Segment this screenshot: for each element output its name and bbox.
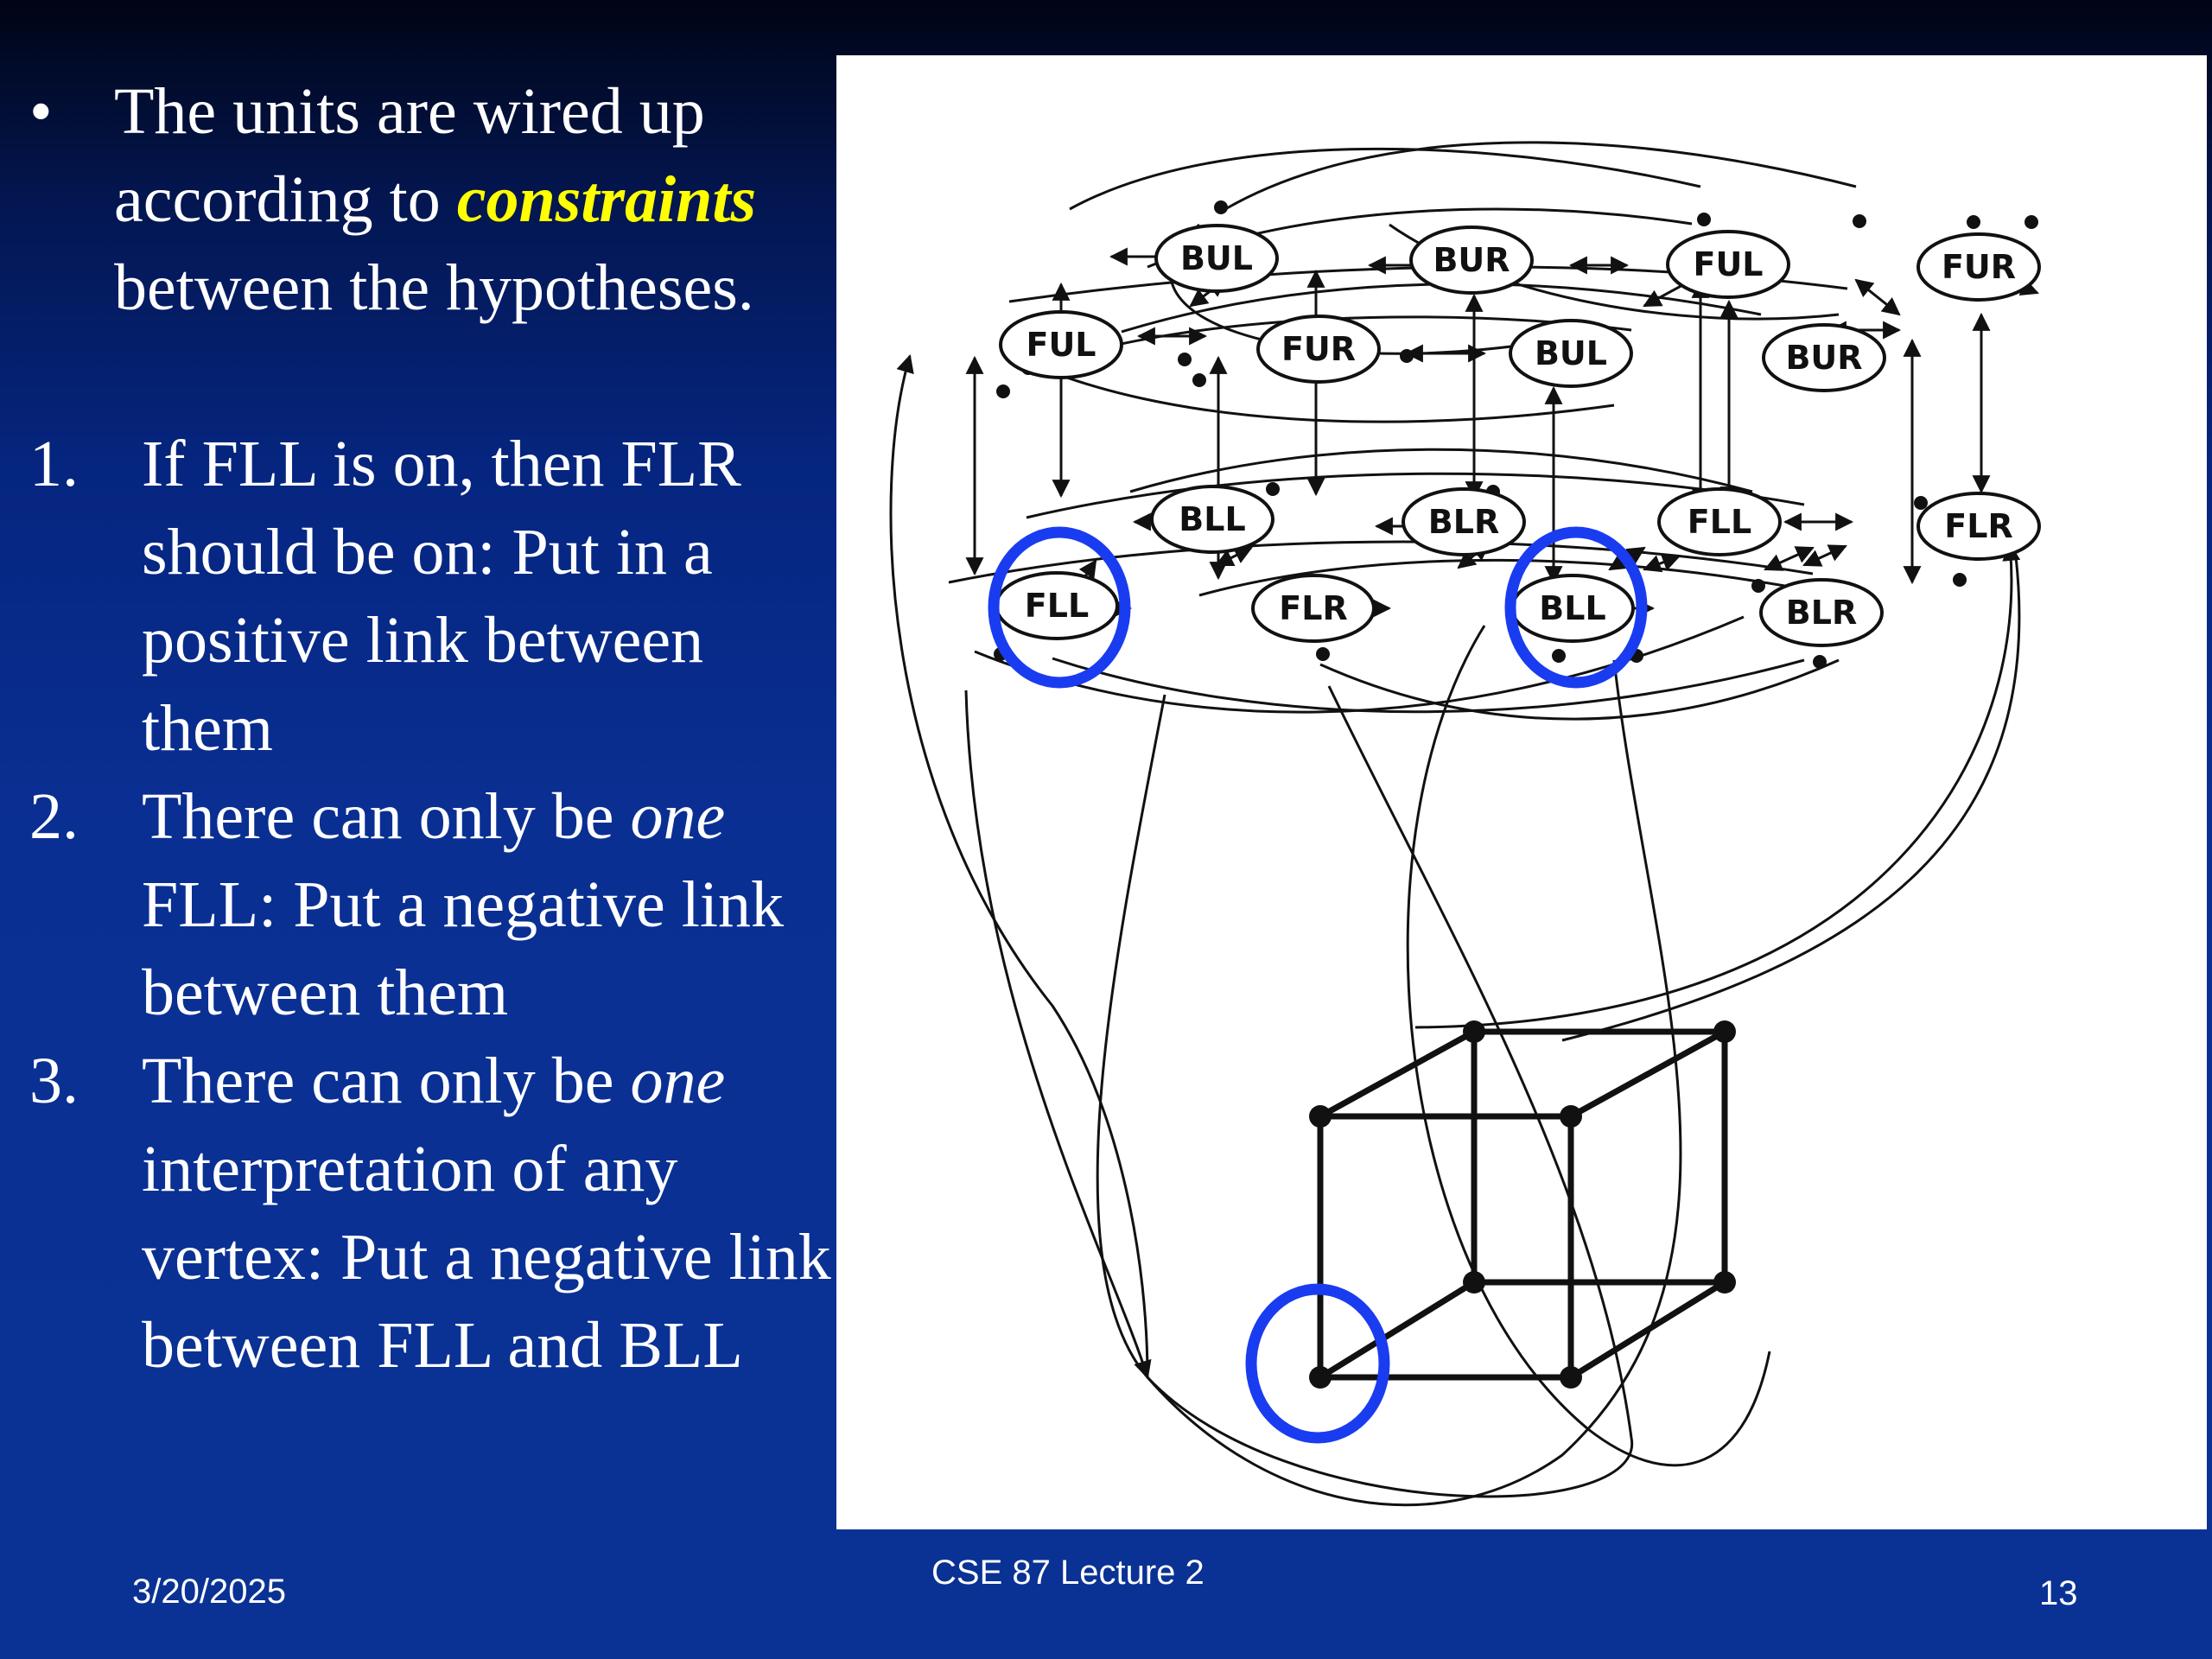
svg-text:BUR: BUR [1433, 241, 1510, 279]
node-ful-left: FUL [999, 310, 1123, 379]
list-item-text: If FLL is on, then FLR should be on: Put… [142, 420, 833, 772]
highlight-fll [988, 526, 1131, 689]
list-item-emphasis: one [630, 780, 726, 853]
svg-text:BLL: BLL [1179, 500, 1245, 538]
svg-text:BLR: BLR [1428, 503, 1499, 541]
node-bll-mid: BLL [1510, 574, 1635, 643]
bullet-text-line1: The units are wired up according to [114, 75, 705, 236]
necker-cube-network-figure: BUL BUR FUL FUR FUL FUR BUL BUR BLL BLR … [836, 55, 2207, 1529]
node-bul-mid: BUL [1509, 319, 1633, 388]
list-item-text-part: There can only be [142, 780, 631, 853]
footer-date: 3/20/2025 [132, 1573, 286, 1611]
svg-text:BLR: BLR [1786, 594, 1857, 632]
node-fur-right: FUR [1916, 232, 2041, 302]
node-fll-right: FLL [1657, 487, 1782, 556]
node-flr-right: FLR [1916, 492, 2041, 561]
list-item-text: There can only be one FLL: Put a negativ… [142, 772, 833, 1037]
svg-text:FLR: FLR [1279, 589, 1347, 627]
svg-text:BUR: BUR [1785, 339, 1862, 377]
vertex-links [889, 353, 2021, 1507]
list-item-text-part: There can only be [142, 1045, 631, 1117]
highlight-circles [988, 526, 1648, 1444]
node-flr-left: FLR [1251, 574, 1376, 643]
node-blr-top: BLR [1402, 487, 1526, 556]
bullet-text-line2: between the hypotheses. [114, 251, 754, 324]
svg-text:BUL: BUL [1535, 334, 1607, 372]
svg-text:FUR: FUR [1281, 330, 1356, 368]
list-item-text-part: FLL: Put a negative link between them [142, 868, 785, 1029]
svg-text:BLL: BLL [1539, 589, 1605, 627]
list-item-number: 3. [29, 1045, 79, 1117]
node-bur-top: BUR [1409, 226, 1534, 295]
footer-title: CSE 87 Lecture 2 [931, 1554, 1205, 1592]
svg-text:FUR: FUR [1942, 248, 2016, 286]
highlight-bll [1504, 526, 1648, 689]
cube-vertices [1309, 1020, 1736, 1389]
node-bul-top: BUL [1154, 224, 1279, 293]
list-item-emphasis: one [630, 1045, 726, 1117]
svg-text:FUL: FUL [1026, 326, 1096, 364]
list-item-text-part: If FLL is on, then FLR should be on: Put… [142, 428, 741, 765]
svg-text:FUL: FUL [1693, 245, 1763, 283]
hypothesis-nodes: BUL BUR FUL FUR FUL FUR BUL BUR BLL BLR … [995, 224, 2041, 647]
list-item-text: There can only be one interpretation of … [142, 1037, 833, 1389]
bullet-marker: • [29, 75, 53, 148]
node-bur-mid: BUR [1762, 323, 1886, 392]
list-item-number: 1. [29, 428, 79, 500]
node-ful-right: FUL [1666, 230, 1790, 299]
page-number: 13 [2039, 1574, 2078, 1612]
svg-text:FLL: FLL [1025, 587, 1089, 625]
svg-text:FLL: FLL [1688, 503, 1751, 541]
svg-text:BUL: BUL [1180, 239, 1253, 277]
node-fur-left: FUR [1256, 315, 1381, 384]
list-item-text-part: interpretation of any vertex: Put a nega… [142, 1133, 831, 1382]
network-diagram: BUL BUR FUL FUR FUL FUR BUL BUR BLL BLR … [889, 141, 2041, 1507]
bullet-text: The units are wired up according to cons… [114, 67, 823, 332]
list-item-number: 2. [29, 780, 79, 853]
node-blr-mid: BLR [1759, 578, 1884, 647]
highlight-vertex [1245, 1283, 1390, 1444]
svg-text:FLR: FLR [1944, 507, 2012, 545]
node-fll-left: FLL [995, 571, 1119, 640]
constraints-highlight: constraints [456, 163, 757, 236]
node-bll-top: BLL [1150, 485, 1274, 554]
